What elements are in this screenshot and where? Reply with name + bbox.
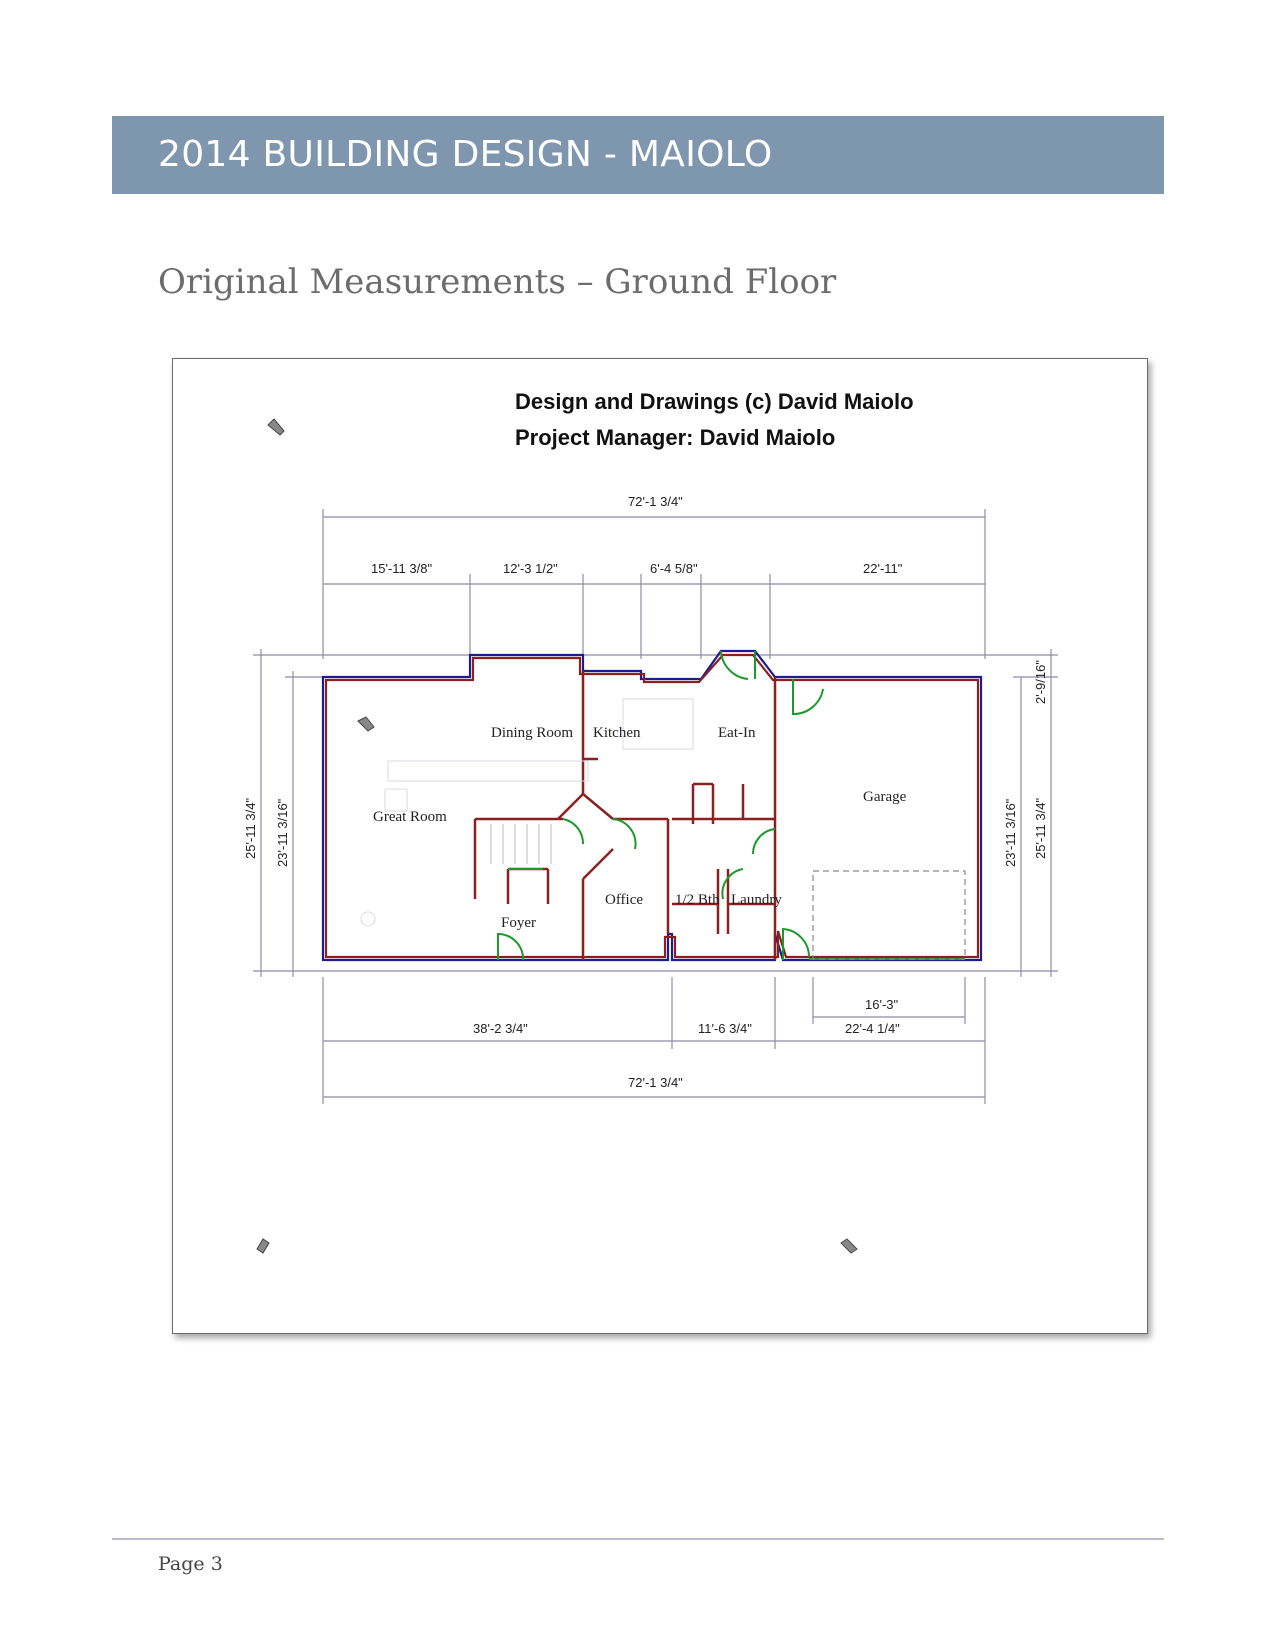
- dimension-lines: [253, 509, 1058, 1104]
- room-label-kitchen: Kitchen: [593, 725, 641, 741]
- credit-line-1: Design and Drawings (c) David Maiolo: [515, 389, 914, 414]
- dim-bottom-seg-1: 38'-2 3/4": [473, 1021, 528, 1036]
- floor-plan-drawing: Design and Drawings (c) David Maiolo Pro…: [243, 389, 1058, 1254]
- dim-right-inner: 23'-11 3/16": [1003, 798, 1018, 867]
- furniture-outlines: [360, 698, 694, 927]
- dim-left-inner: 23'-11 3/16": [275, 798, 290, 867]
- room-label-great: Great Room: [373, 809, 447, 825]
- credit-line-2: Project Manager: David Maiolo: [515, 425, 835, 450]
- dim-bottom-seg-2: 11'-6 3/4": [698, 1021, 752, 1036]
- floor-plan-image: Design and Drawings (c) David Maiolo Pro…: [172, 358, 1148, 1334]
- stairs: [490, 824, 552, 864]
- dim-garage-door: 16'-3": [865, 997, 899, 1012]
- dim-top-overall: 72'-1 3/4": [628, 494, 683, 509]
- room-label-laundry: Laundry: [731, 892, 782, 908]
- dim-top-seg-3: 6'-4 5/8": [650, 561, 698, 576]
- dim-right-outer: 25'-11 3/4": [1033, 798, 1048, 859]
- dim-left-outer: 25'-11 3/4": [243, 798, 258, 859]
- dim-top-seg-1: 15'-11 3/8": [371, 561, 432, 576]
- room-label-foyer: Foyer: [501, 915, 536, 931]
- footer-divider: [112, 1538, 1164, 1540]
- header-bar: 2014 BUILDING DESIGN - MAIOLO: [112, 116, 1164, 194]
- document-title: 2014 BUILDING DESIGN - MAIOLO: [158, 134, 773, 175]
- interior-walls: [473, 671, 777, 960]
- walls: [321, 649, 983, 962]
- dim-bottom-seg-3: 22'-4 1/4": [845, 1021, 900, 1036]
- room-label-eat-in: Eat-In: [718, 725, 756, 741]
- door-swings: [497, 650, 965, 961]
- section-heading: Original Measurements – Ground Floor: [158, 262, 837, 302]
- room-label-dining: Dining Room: [491, 725, 573, 741]
- dim-top-seg-2: 12'-3 1/2": [503, 561, 558, 576]
- page-number: Page 3: [158, 1553, 223, 1575]
- dim-right-small: 2'-9/16": [1033, 660, 1048, 704]
- dim-top-seg-4: 22'-11": [863, 561, 903, 576]
- garage-parking-outline: [812, 870, 966, 960]
- room-label-garage: Garage: [863, 789, 907, 805]
- room-label-bath: 1/2 Bth: [675, 892, 720, 908]
- tack-icon: [256, 418, 858, 1254]
- dim-bottom-overall: 72'-1 3/4": [628, 1075, 683, 1090]
- room-label-office: Office: [605, 892, 643, 908]
